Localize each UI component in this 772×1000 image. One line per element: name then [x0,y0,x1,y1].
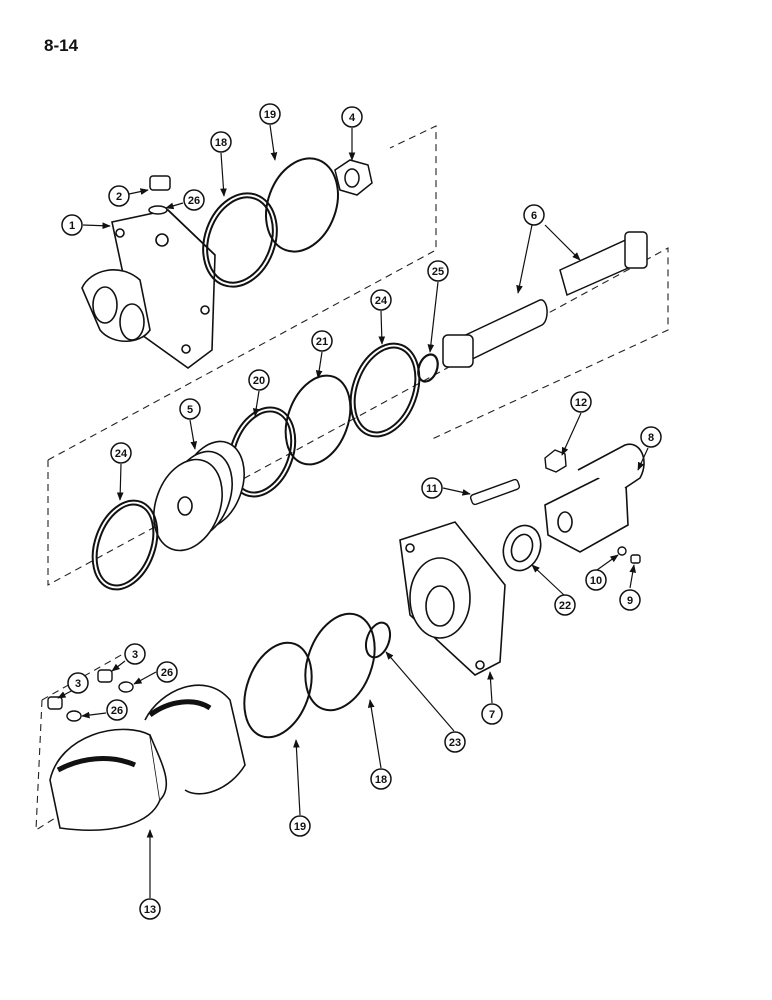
snap-ring-25 [417,353,439,383]
piston-rod [442,231,648,368]
callout-3a: 3 [124,643,146,665]
seal-rings-mid [227,342,421,498]
callout-25-label: 25 [432,266,444,278]
callout-12: 12 [570,391,592,413]
callout-18a: 18 [210,131,232,153]
callout-2: 2 [108,185,130,207]
plugs-and-orings-lower [47,669,134,722]
rod-clevis [544,443,645,553]
callout-20-label: 20 [253,375,265,387]
callout-26a-label: 26 [188,195,200,207]
callout-19a-label: 19 [264,109,276,121]
callout-26b-label: 26 [161,667,173,679]
callout-24b: 24 [110,442,132,464]
clevis-end-cap [81,209,216,369]
dashed-group-outlines [35,125,669,832]
callout-7: 7 [481,703,503,725]
callout-26b: 26 [156,661,178,683]
hex-nut-top [334,159,373,196]
callout-21: 21 [311,330,333,352]
leader-lines [57,124,649,898]
callout-26a: 26 [183,189,205,211]
callout-13-label: 13 [144,904,156,916]
callout-18a-label: 18 [215,137,227,149]
callout-21-label: 21 [316,336,328,348]
callout-7-label: 7 [489,709,495,721]
callout-26c: 26 [106,699,128,721]
callout-24a-label: 24 [375,295,388,307]
callout-25: 25 [427,260,449,282]
callout-18b-label: 18 [375,774,387,786]
callout-23: 23 [444,731,466,753]
callout-4: 4 [341,106,363,128]
callout-3b: 3 [67,672,89,694]
callout-2-label: 2 [116,191,122,203]
seal-rings-lower [243,612,392,739]
callout-19b-label: 19 [294,821,306,833]
callout-5: 5 [179,398,201,420]
callout-20: 20 [248,369,270,391]
page-number: 8-14 [44,36,79,55]
callout-3b-label: 3 [75,678,81,690]
callout-10-label: 10 [590,575,602,587]
callout-22-label: 22 [559,600,571,612]
callout-6-label: 6 [531,210,537,222]
plug-and-oring-top [148,175,171,215]
cylinder-barrel [49,684,246,831]
callout-11-label: 11 [426,483,438,495]
callout-1: 1 [61,214,83,236]
rod-end-cap [399,521,506,676]
callout-9: 9 [619,589,641,611]
callout-8-label: 8 [648,432,654,444]
callout-24b-label: 24 [115,448,128,460]
callout-5-label: 5 [187,404,193,416]
callout-10: 10 [585,569,607,591]
callout-26c-label: 26 [111,705,123,717]
callout-19a: 19 [259,103,281,125]
small-hardware [469,449,641,564]
callout-18b: 18 [370,768,392,790]
callout-6: 6 [523,204,545,226]
callout-22: 22 [554,594,576,616]
callout-13: 13 [139,898,161,920]
callout-24a: 24 [370,289,392,311]
callout-1-label: 1 [69,220,75,232]
callout-23-label: 23 [449,737,461,749]
callout-12-label: 12 [575,397,587,409]
seal-ring-24-lower [91,499,159,591]
callout-19b: 19 [289,815,311,837]
callout-8: 8 [640,426,662,448]
callout-9-label: 9 [627,595,633,607]
callout-11: 11 [421,477,443,499]
callout-4-label: 4 [349,112,356,124]
piston [153,440,245,552]
callout-3a-label: 3 [132,649,138,661]
bushing [502,524,542,572]
seal-rings-top [202,157,339,288]
callouts: 1 2 26 18 19 4 6 25 24 21 20 5 24 12 8 1… [61,103,662,920]
